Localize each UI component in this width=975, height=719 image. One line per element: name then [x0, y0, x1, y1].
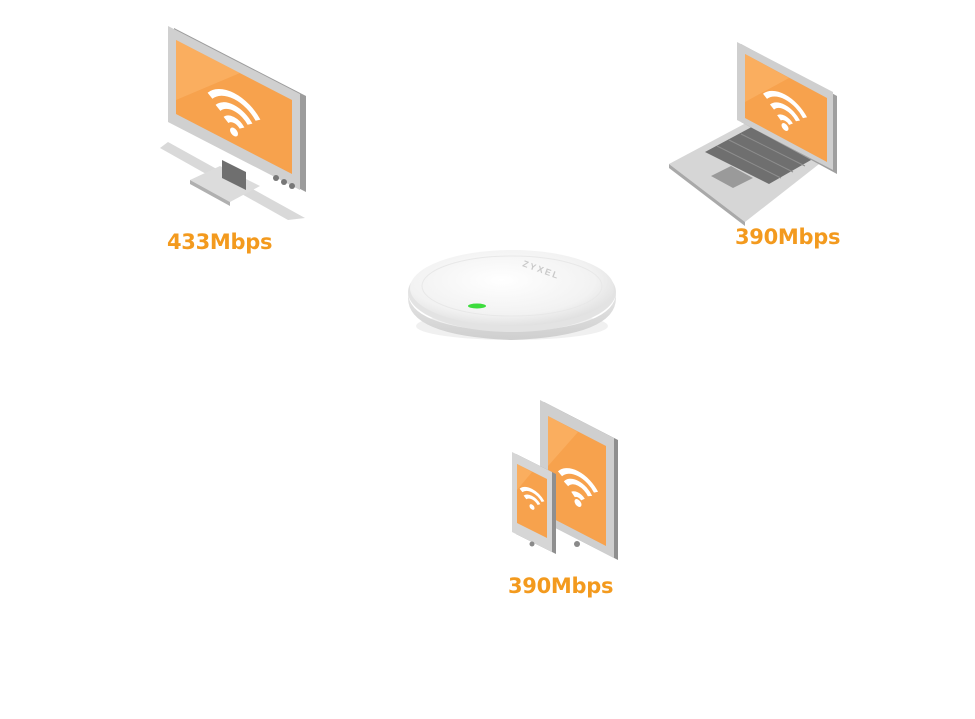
desktop-monitor-icon	[160, 26, 306, 220]
desktop-client: 433Mbps	[160, 20, 320, 254]
access-point-icon: ZYXEL	[408, 250, 616, 340]
mobile-client: 390Mbps	[500, 398, 640, 608]
laptop-icon	[669, 42, 837, 226]
mobile-devices-icon	[512, 400, 618, 560]
laptop-speed-label: 390Mbps	[735, 225, 841, 249]
desktop-speed-label: 433Mbps	[167, 230, 273, 254]
access-point: ZYXEL	[402, 226, 622, 346]
laptop-client: 390Mbps	[665, 40, 845, 260]
status-led	[468, 303, 486, 309]
mobile-speed-label: 390Mbps	[508, 574, 614, 598]
